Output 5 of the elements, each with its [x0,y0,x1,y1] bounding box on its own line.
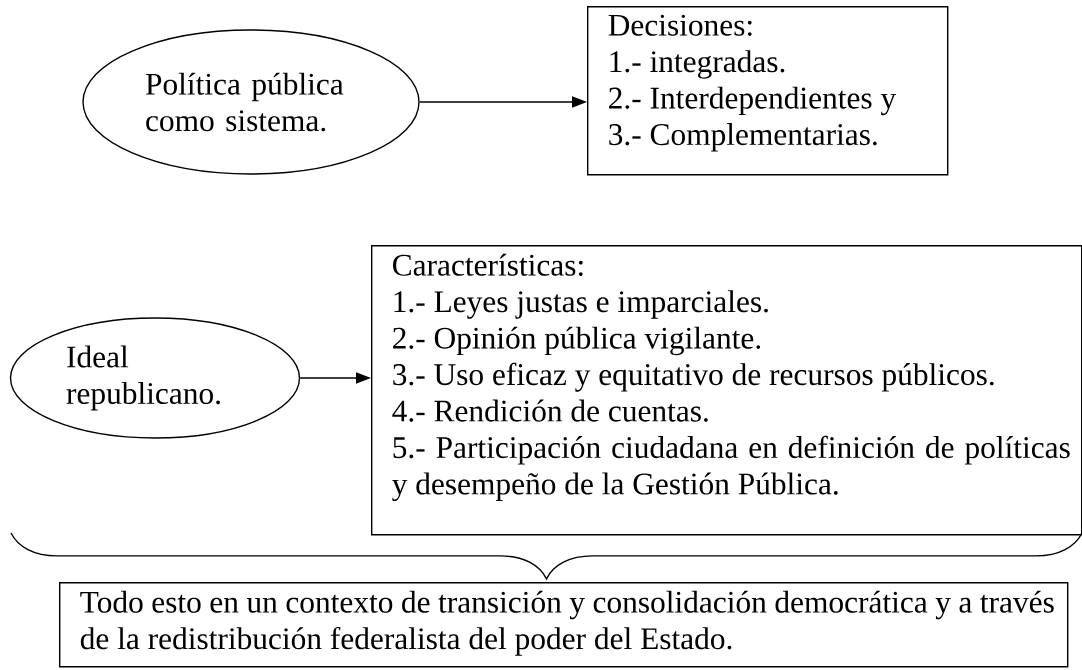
text-box: Decisiones: 1.- integradas. 2.- Interdependientes y 3.- Complementarias. [587,6,949,176]
ellipse-node: Ideal republicano. [9,317,301,439]
ellipse-node: Política pública como sistema. [82,29,420,175]
text-box: Todo esto en un contexto de transición y consolidación democrática y a través de la redistribución federalista del poder del Estado. [59,582,1069,668]
text-box: Características: 1.- Leyes justas e imparciales. 2.- Opinión pública vigilante. 3.- Uso eficaz y equitativo de recursos públicos. 4.- Rendición de cuentas. 5.- Participación ciudadana en definición de políticas y desempeño de la Gestión Pública. [371,245,1082,536]
